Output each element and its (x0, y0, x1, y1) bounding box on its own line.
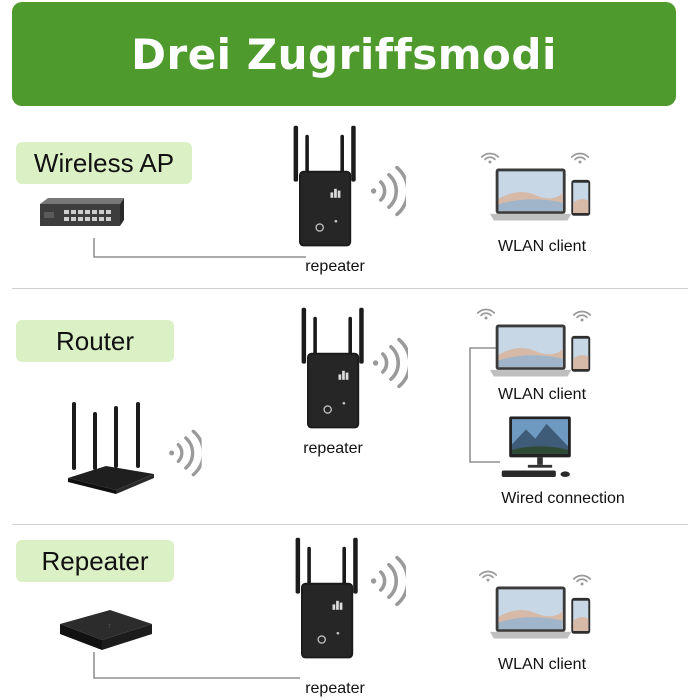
page-title: Drei Zugriffsmodi (131, 29, 557, 79)
set-top-box-icon: T (60, 610, 152, 650)
laptop-phone-icon (490, 584, 594, 642)
client-label-wlan: WLAN client (497, 386, 587, 403)
mode-label-repeater: Repeater (16, 540, 174, 582)
section-divider (12, 288, 688, 289)
client-label-wlan: WLAN client (497, 238, 587, 255)
repeater-label: repeater (303, 440, 363, 457)
client-label-wired: Wired connection (501, 490, 625, 507)
wifi-small-icon (478, 568, 498, 582)
mode-label-wireless-ap: Wireless AP (16, 142, 192, 184)
client-label-wlan: WLAN client (497, 656, 587, 673)
ethernet-switch-icon (40, 198, 124, 226)
repeater-label: repeater (305, 258, 365, 275)
section-divider (12, 524, 688, 525)
svg-text:T: T (108, 624, 111, 630)
mode-label-router: Router (16, 320, 174, 362)
wifi-router-icon (68, 402, 154, 494)
title-banner: Drei Zugriffsmodi (12, 2, 676, 106)
repeater-label: repeater (305, 680, 365, 697)
repeater-icon (292, 528, 364, 670)
wifi-signal-icon (370, 554, 406, 608)
